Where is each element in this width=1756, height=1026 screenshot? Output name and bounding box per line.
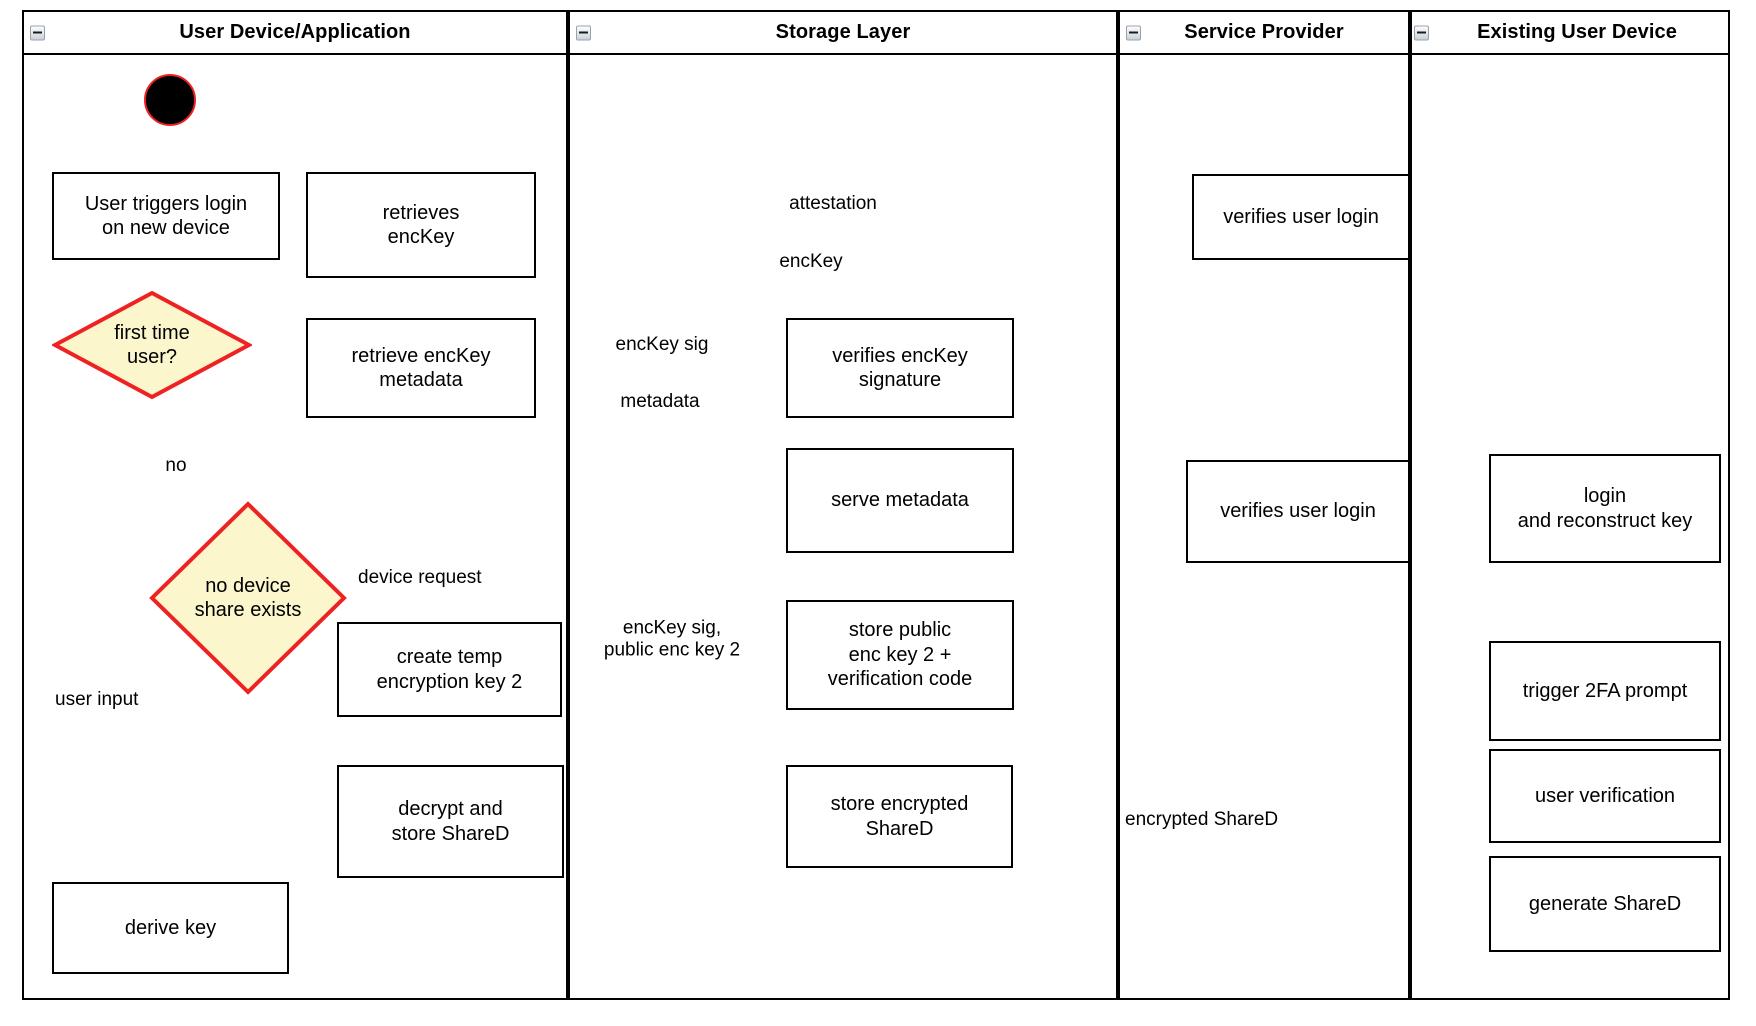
diamond-shape [52, 290, 252, 400]
edge-label-no: no [162, 454, 190, 478]
node-user-triggers-login[interactable]: User triggers login on new device [52, 172, 280, 260]
lane-header-service-provider[interactable]: Service Provider [1118, 10, 1410, 55]
minus-icon[interactable] [30, 25, 45, 40]
node-retrieve-enckey-metadata[interactable]: retrieve encKey metadata [306, 318, 536, 418]
node-generate-shared[interactable]: generate ShareD [1489, 856, 1721, 952]
lane-title-storage-layer: Storage Layer [775, 21, 911, 43]
lane-title-existing-user-device: Existing User Device [1477, 21, 1677, 43]
lane-header-existing-user-device[interactable]: Existing User Device [1410, 10, 1730, 55]
node-verifies-enckey-signature[interactable]: verifies encKey signature [786, 318, 1014, 418]
edge-label-metadata: metadata [617, 390, 703, 414]
lane-title-user-device: User Device/Application [179, 21, 411, 43]
node-derive-key[interactable]: derive key [52, 882, 289, 974]
lane-header-storage-layer[interactable]: Storage Layer [568, 10, 1118, 55]
lane-title-service-provider: Service Provider [1184, 21, 1344, 43]
decision-no-device-share-exists[interactable]: no device share exists [148, 500, 348, 696]
edge-label-enckey-sig-public-enc-key-2: encKey sig, public enc key 2 [600, 617, 744, 663]
minus-icon[interactable] [1414, 25, 1429, 40]
minus-icon[interactable] [1126, 25, 1141, 40]
node-create-temp-encryption-key-2[interactable]: create temp encryption key 2 [337, 622, 562, 717]
edge-label-device-request: device request [355, 566, 485, 590]
minus-icon[interactable] [576, 25, 591, 40]
diamond-shape [149, 501, 347, 695]
decision-first-time-user[interactable]: first time user? [52, 290, 252, 400]
node-store-public-enc-key-2[interactable]: store public enc key 2 + verification co… [786, 600, 1014, 710]
node-serve-metadata[interactable]: serve metadata [786, 448, 1014, 553]
node-decrypt-and-store-shared[interactable]: decrypt and store ShareD [337, 765, 564, 878]
decision-label-first-time-user: first time user? [114, 321, 190, 368]
edge-label-user-input: user input [52, 688, 142, 712]
node-verifies-user-login-1[interactable]: verifies user login [1192, 174, 1410, 260]
node-retrieves-enckey[interactable]: retrieves encKey [306, 172, 536, 278]
lane-header-user-device[interactable]: User Device/Application [22, 10, 568, 55]
node-trigger-2fa-prompt[interactable]: trigger 2FA prompt [1489, 641, 1721, 741]
initial-node [144, 74, 196, 126]
node-user-verification[interactable]: user verification [1489, 749, 1721, 843]
node-verifies-user-login-2[interactable]: verifies user login [1186, 460, 1410, 563]
edge-label-encrypted-shared: encrypted ShareD [1122, 808, 1282, 832]
edge-label-enckey-sig: encKey sig [612, 333, 712, 357]
edge-label-attestation: attestation [786, 192, 880, 216]
decision-label-no-device-share-exists: no device share exists [194, 574, 302, 621]
edge-label-enckey: encKey [776, 250, 846, 274]
node-store-encrypted-shared[interactable]: store encrypted ShareD [786, 765, 1013, 868]
node-login-and-reconstruct-key[interactable]: login and reconstruct key [1489, 454, 1721, 563]
